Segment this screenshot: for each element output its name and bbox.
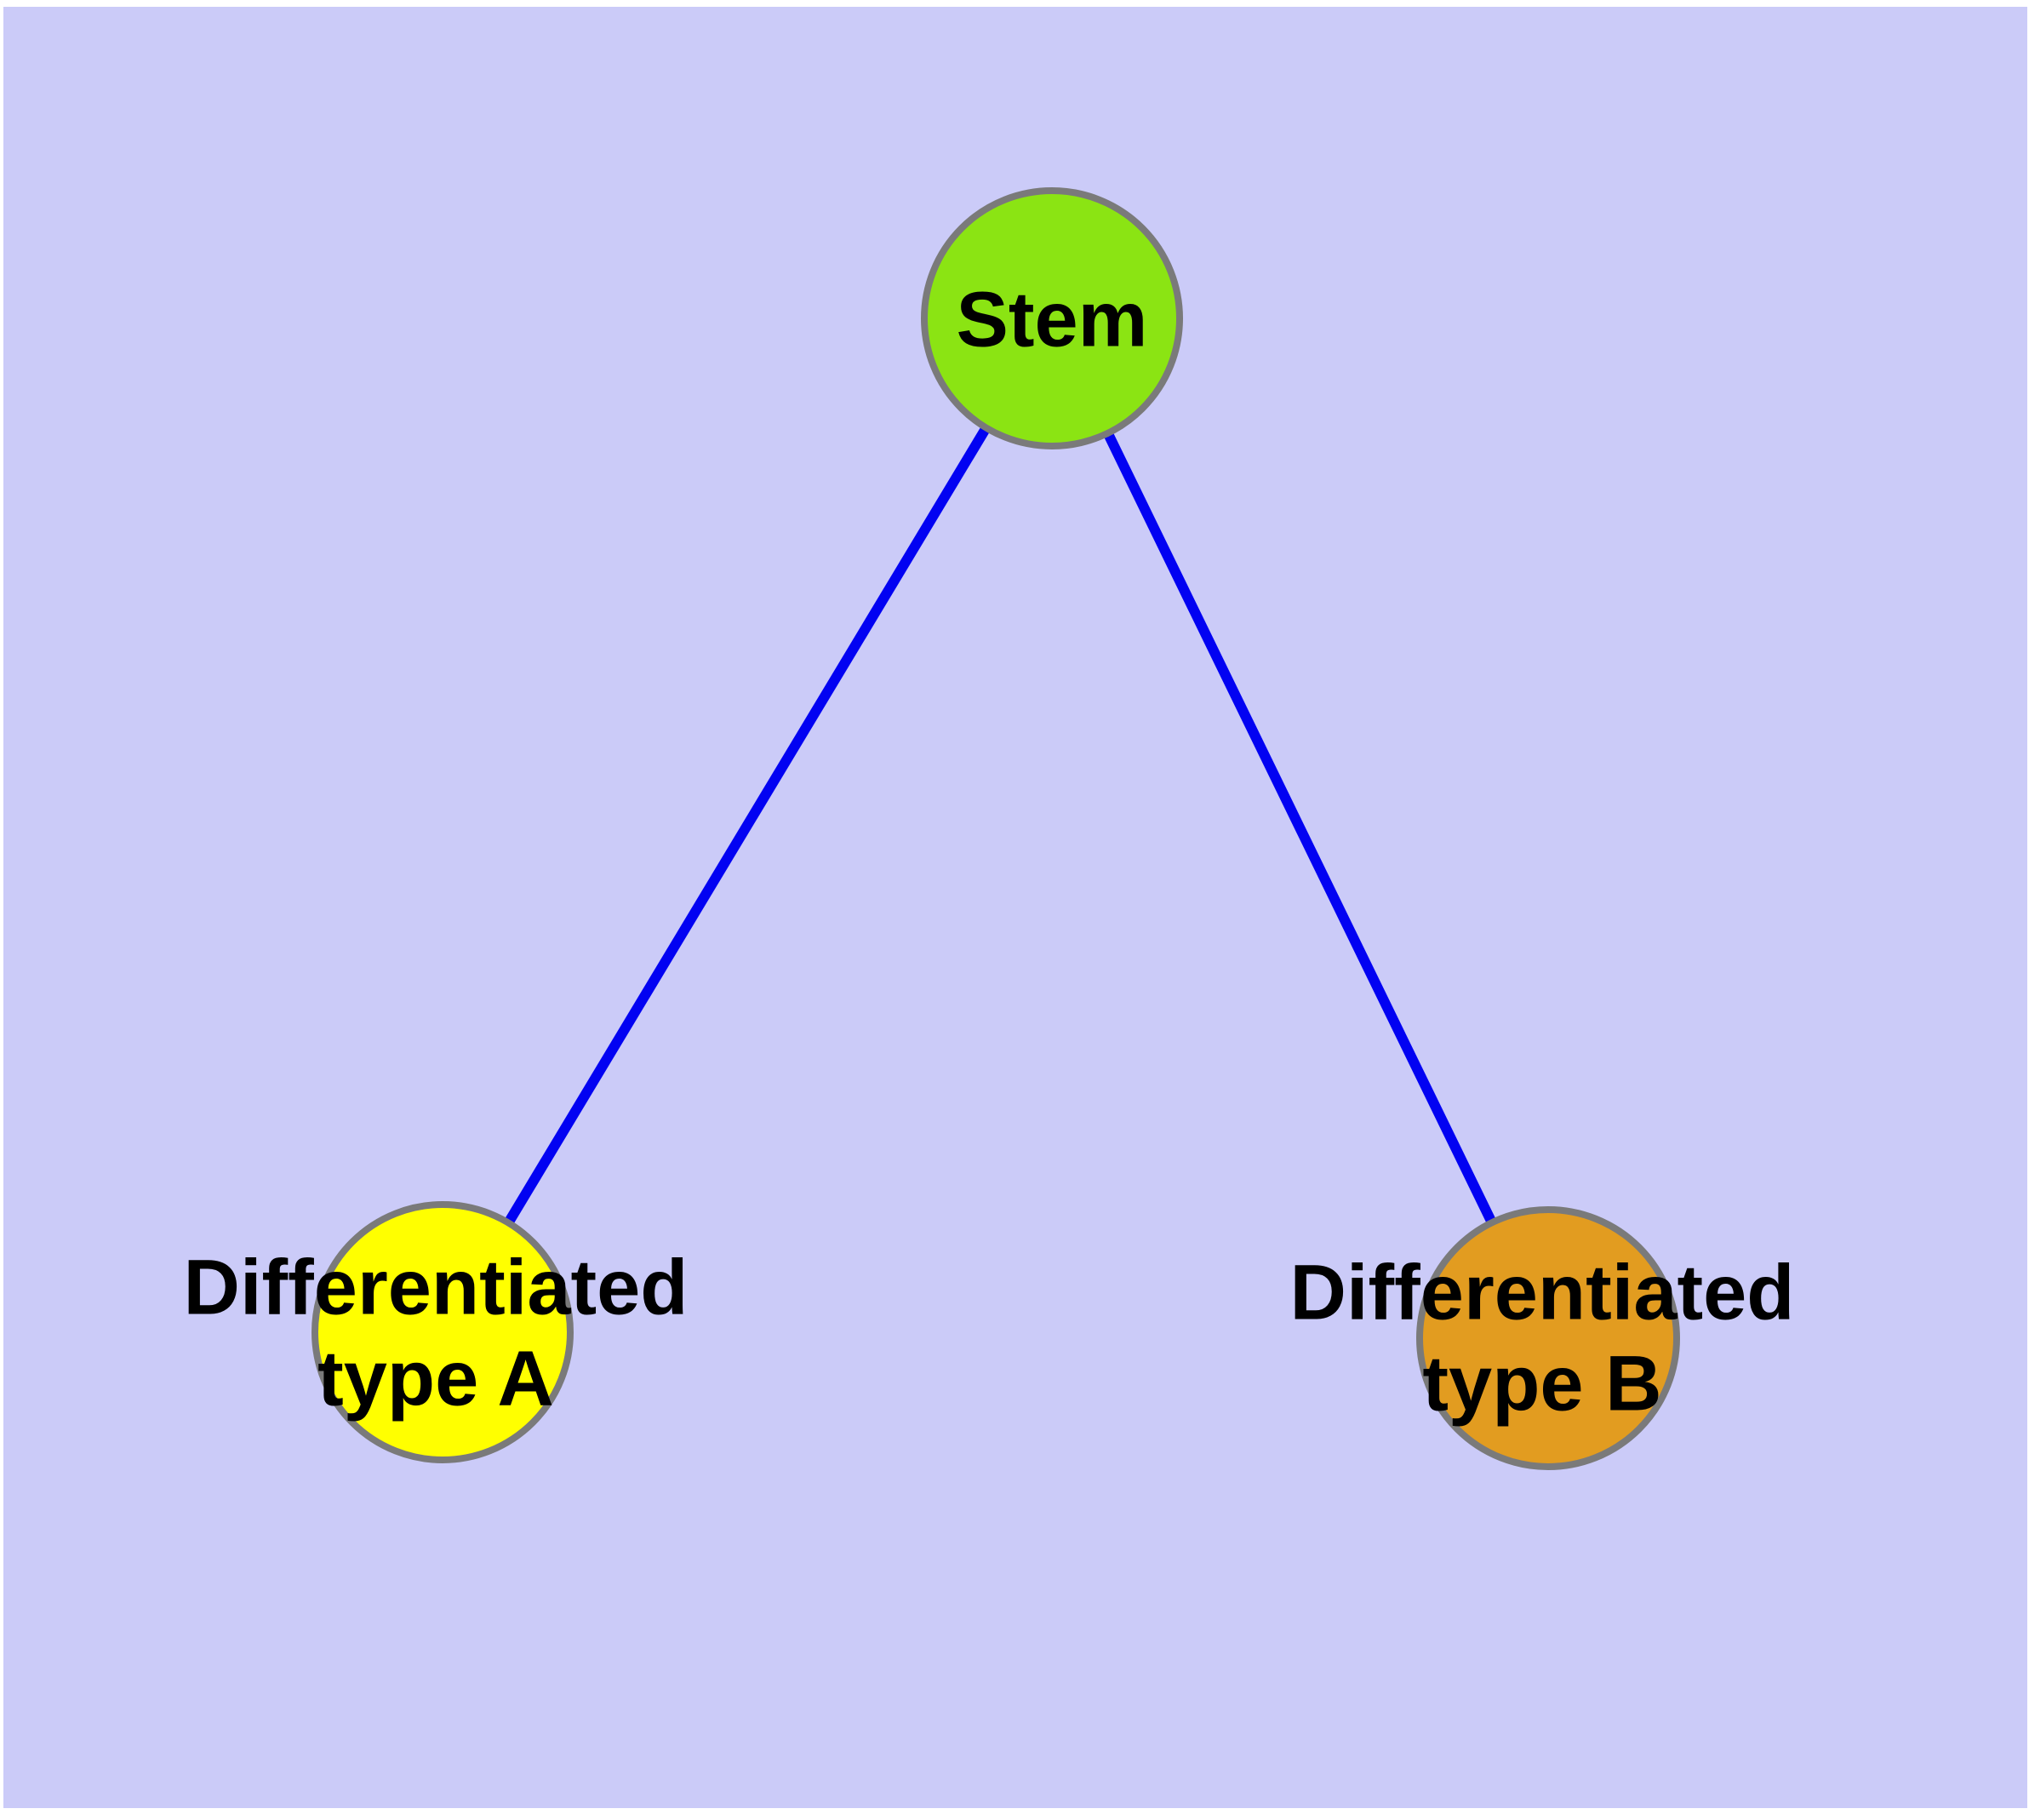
differentiated-type-a-node-circle <box>311 1201 574 1463</box>
differentiated-type-b-node-circle <box>1416 1206 1680 1470</box>
edge-stem-to-type-b <box>1047 316 1553 1341</box>
stem-node-circle <box>921 187 1183 449</box>
edge-stem-to-type-a <box>437 315 1057 1336</box>
